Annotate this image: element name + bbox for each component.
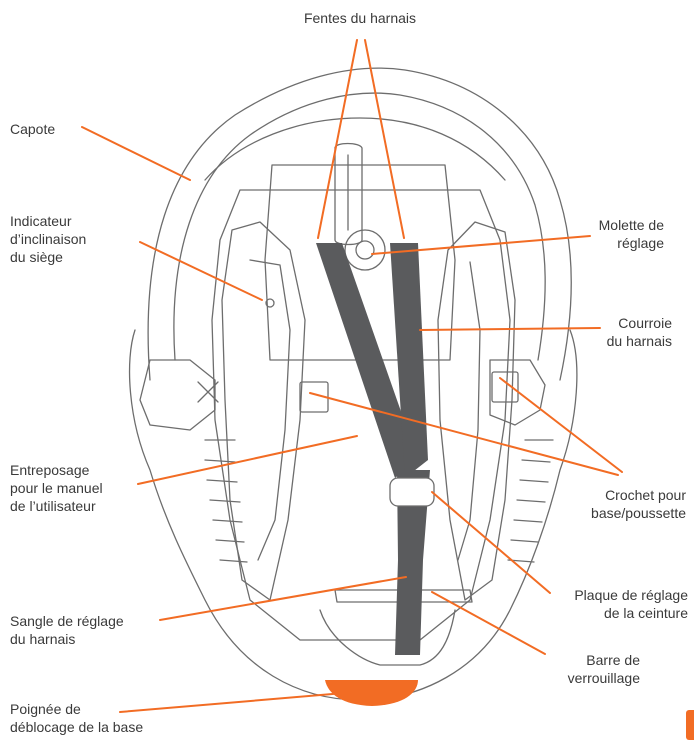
right-hook — [492, 372, 518, 402]
label-line: d’inclinaison — [10, 230, 86, 248]
label-line: base/poussette — [591, 504, 686, 522]
leader-fentes-left — [318, 40, 357, 238]
leader-plaque — [432, 492, 550, 593]
label-barre-verrouillage: Barre de verrouillage — [568, 651, 640, 687]
adjust-knob-center — [356, 241, 374, 259]
right-side-teeth — [508, 440, 553, 562]
label-molette-reglage: Molette de réglage — [599, 216, 664, 252]
leader-courroie — [420, 328, 600, 330]
leader-poignee — [120, 691, 368, 712]
label-entreposage-manuel: Entreposage pour le manuel de l’utilisat… — [10, 461, 103, 515]
leader-lines — [82, 40, 622, 712]
page-edge-tab — [686, 710, 694, 740]
label-line: réglage — [599, 234, 664, 252]
label-line: Barre de — [568, 651, 640, 669]
label-line: Molette de — [599, 216, 664, 234]
label-line: Fentes du harnais — [290, 9, 430, 27]
label-line: Courroie — [607, 314, 672, 332]
label-fentes-du-harnais: Fentes du harnais — [290, 9, 430, 27]
label-plaque-reglage-ceinture: Plaque de réglage de la ceinture — [574, 586, 688, 622]
label-line: Entreposage — [10, 461, 103, 479]
label-line: déblocage de la base — [10, 718, 143, 736]
label-line: Sangle de réglage — [10, 612, 124, 630]
label-line: verrouillage — [568, 669, 640, 687]
label-line: de la ceinture — [574, 604, 688, 622]
label-crochet-base-poussette: Crochet pour base/poussette — [591, 486, 686, 522]
label-line: du harnais — [10, 630, 124, 648]
leader-entreposage — [138, 436, 357, 484]
label-line: Plaque de réglage — [574, 586, 688, 604]
label-line: Indicateur — [10, 212, 86, 230]
label-line: du siège — [10, 248, 86, 266]
canopy-rim — [205, 118, 505, 180]
left-side-wing — [222, 222, 305, 600]
leader-crochet-right — [500, 378, 622, 472]
label-line: Crochet pour — [591, 486, 686, 504]
adjust-knob — [345, 230, 385, 270]
right-side-wing-inner — [458, 262, 480, 560]
label-line: pour le manuel — [10, 479, 103, 497]
chest-clip — [390, 478, 434, 506]
label-sangle-reglage-harnais: Sangle de réglage du harnais — [10, 612, 124, 648]
label-line: Capote — [10, 120, 55, 138]
left-side-teeth — [205, 440, 247, 562]
label-line: du harnais — [607, 332, 672, 350]
label-poignee-deblocage-base: Poignée de déblocage de la base — [10, 700, 143, 736]
car-seat-illustration — [130, 68, 577, 700]
label-line: Poignée de — [10, 700, 143, 718]
base-foot — [320, 610, 455, 665]
right-side-wing — [438, 222, 515, 600]
leader-capote — [82, 127, 190, 180]
harness-straps — [316, 243, 434, 655]
label-indicateur-inclinaison: Indicateur d’inclinaison du siège — [10, 212, 86, 266]
left-canopy-hub — [140, 360, 215, 430]
label-courroie-harnais: Courroie du harnais — [607, 314, 672, 350]
leader-indicateur — [140, 242, 262, 300]
left-side-wing-inner — [250, 260, 290, 560]
leader-barre — [432, 592, 545, 654]
label-line: de l’utilisateur — [10, 497, 103, 515]
label-capote: Capote — [10, 120, 55, 138]
